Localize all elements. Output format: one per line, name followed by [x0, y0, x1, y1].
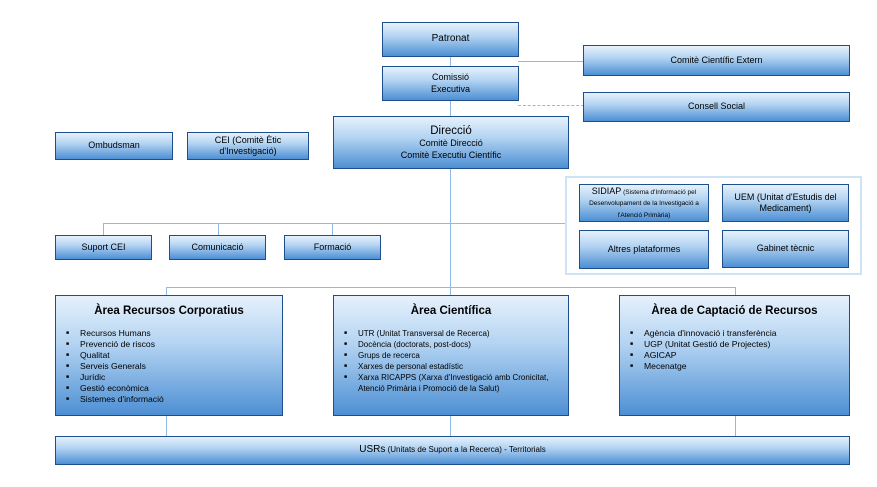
area-cientifica-box: Àrea Científica UTR (Unitat Transversal … — [333, 295, 569, 416]
connector-consell-social — [518, 105, 584, 106]
usrs-box: USRs (Unitats de Suport a la Recerca) - … — [55, 436, 850, 465]
uem-box: UEM (Unitat d'Estudis del Medicament) — [722, 184, 849, 222]
area-cientifica-list: UTR (Unitat Transversal de Recerca) Docè… — [344, 328, 558, 394]
connector-comite-extern — [518, 61, 584, 62]
ombudsman-label: Ombudsman — [88, 140, 140, 151]
list-item: Jurídic — [66, 372, 164, 383]
list-item: Mecenatge — [630, 361, 777, 372]
patronat-box: Patronat — [382, 22, 519, 57]
usrs-text: USRs (Unitats de Suport a la Recerca) - … — [359, 444, 545, 457]
list-item: Docència (doctorats, post-docs) — [344, 339, 558, 350]
area-corporatius-list: Recursos Humans Prevenció de riscos Qual… — [66, 328, 164, 405]
altres-label: Altres plataformes — [607, 243, 681, 254]
cei-line-2: d'Investigació) — [219, 146, 277, 156]
sidiap-text: SIDIAP (Sistema d'Informació pel Desenvo… — [584, 186, 704, 220]
list-item: Qualitat — [66, 350, 164, 361]
consell-social-box: Consell Social — [583, 92, 850, 122]
comissio-line-1: Comissió — [431, 72, 469, 83]
connector-support-drop-3 — [332, 223, 333, 235]
list-item: Xarxa RICAPPS (Xarxa d'Investigació amb … — [344, 372, 558, 394]
connector-area-drop-3 — [735, 287, 736, 295]
connector-usrs-1 — [166, 415, 167, 436]
area-recursos-corporatius-box: Àrea Recursos Corporatius Recursos Human… — [55, 295, 283, 416]
cei-line-1: CEI (Comitè Ètic — [214, 134, 282, 145]
list-item: AGICAP — [630, 350, 777, 361]
list-item: Prevenció de riscos — [66, 339, 164, 350]
comunicacio-box: Comunicació — [169, 235, 266, 260]
usrs-main: USRs — [359, 444, 386, 456]
consell-social-label: Consell Social — [687, 101, 746, 112]
connector-support-row — [103, 223, 568, 224]
cei-box: CEI (Comitè Ètic d'Investigació) — [187, 132, 309, 160]
gabinet-label: Gabinet tècnic — [756, 243, 815, 254]
comissio-line-2: Executiva — [430, 83, 471, 94]
uem-label: UEM (Unitat d'Estudis del Medicament) — [734, 191, 837, 213]
direccio-box: Direcció Comitè Direcció Comitè Executiu… — [333, 116, 569, 169]
list-item: UGP (Unitat Gestió de Projectes) — [630, 339, 777, 350]
area-captacio-list: Agència d'innovació i transferència UGP … — [630, 328, 777, 372]
sidiap-description: (Sistema d'Informació pel Desenvolupamen… — [589, 189, 699, 219]
list-item: Sistemes d'informació — [66, 394, 164, 405]
list-item: UTR (Unitat Transversal de Recerca) — [344, 328, 558, 339]
sidiap-main: SIDIAP — [591, 186, 622, 197]
area-cientifica-title: Àrea Científica — [410, 305, 492, 317]
connector-vertical-main — [450, 56, 451, 296]
list-item: Agència d'innovació i transferència — [630, 328, 776, 339]
comite-cientific-extern-box: Comitè Científic Extern — [583, 45, 850, 76]
area-captacio-title: Àrea de Captació de Recursos — [651, 305, 818, 317]
list-item: Xarxes de personal estadístic — [344, 361, 558, 372]
sidiap-box: SIDIAP (Sistema d'Informació pel Desenvo… — [579, 184, 709, 222]
direccio-line-1: Comitè Direcció — [419, 138, 483, 149]
direccio-line-2: Comitè Executiu Científic — [400, 149, 502, 160]
direccio-title: Direcció — [430, 125, 472, 138]
area-corporatius-title: Àrea Recursos Corporatius — [94, 305, 244, 317]
connector-usrs-2 — [450, 415, 451, 436]
suport-cei-label: Suport CEI — [81, 241, 126, 252]
list-item: Serveis Generals — [66, 361, 164, 372]
connector-area-drop-1 — [166, 287, 167, 295]
list-item: Grups de recerca — [344, 350, 558, 361]
connector-support-drop-2 — [218, 223, 219, 235]
usrs-rest: (Unitats de Suport a la Recerca) - Terri… — [385, 445, 546, 455]
comunicacio-label: Comunicació — [191, 241, 244, 252]
altres-plataformes-box: Altres plataformes — [579, 230, 709, 269]
formacio-box: Formació — [284, 235, 381, 260]
formacio-label: Formació — [313, 241, 352, 252]
list-item: Gestió econòmica — [66, 383, 164, 394]
suport-cei-box: Suport CEI — [55, 235, 152, 260]
ombudsman-box: Ombudsman — [55, 132, 173, 160]
gabinet-tecnic-box: Gabinet tècnic — [722, 230, 849, 268]
connector-areas-row — [166, 287, 735, 288]
list-item: Recursos Humans — [66, 328, 164, 339]
comite-extern-label: Comitè Científic Extern — [670, 54, 763, 65]
connector-usrs-3 — [735, 415, 736, 436]
comissio-executiva-box: Comissió Executiva — [382, 66, 519, 101]
connector-support-drop-1 — [103, 223, 104, 235]
patronat-label: Patronat — [431, 33, 470, 45]
area-captacio-recursos-box: Àrea de Captació de Recursos Agència d'i… — [619, 295, 850, 416]
